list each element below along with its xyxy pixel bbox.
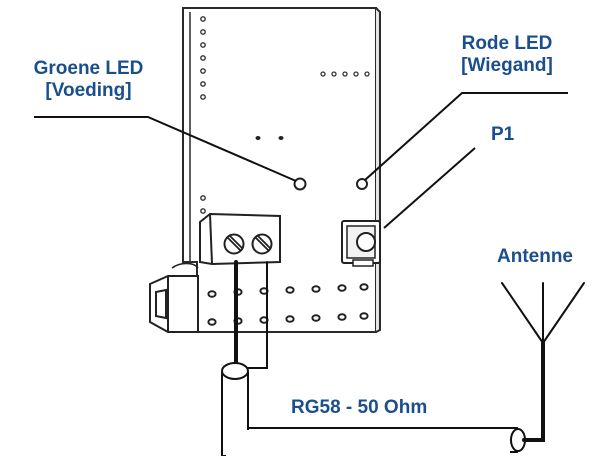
p1-button — [341, 220, 381, 267]
red-led-label: Rode LED [Wiegand] — [432, 33, 582, 77]
pcb-board — [182, 7, 381, 333]
green-led-label: Groene LED [Voeding] — [7, 58, 170, 102]
antenna — [501, 282, 585, 442]
green-led-leader — [34, 116, 297, 182]
green-led-label-line1: Groene LED — [33, 58, 144, 79]
coax-cable — [221, 362, 526, 456]
side-connector — [149, 262, 199, 333]
center-dots — [255, 136, 284, 140]
red-led-label-line2: [Wiegand] — [461, 55, 553, 76]
left-pin-holes — [200, 16, 206, 214]
top-pin-holes — [320, 71, 370, 77]
p1-leader — [383, 147, 476, 229]
cable-label: RG58 - 50 Ohm — [291, 397, 428, 418]
leader-lines — [34, 92, 568, 229]
terminal-block — [199, 212, 281, 266]
p1-label: P1 — [491, 124, 515, 145]
red-led-leader — [364, 92, 568, 181]
antenna-label: Antenne — [497, 246, 573, 267]
red-led-label-line1: Rode LED — [461, 33, 553, 54]
green-led — [293, 177, 307, 191]
green-led-label-line2: [Voeding] — [45, 80, 132, 101]
red-led — [356, 178, 368, 190]
terminal-wires — [234, 260, 268, 370]
